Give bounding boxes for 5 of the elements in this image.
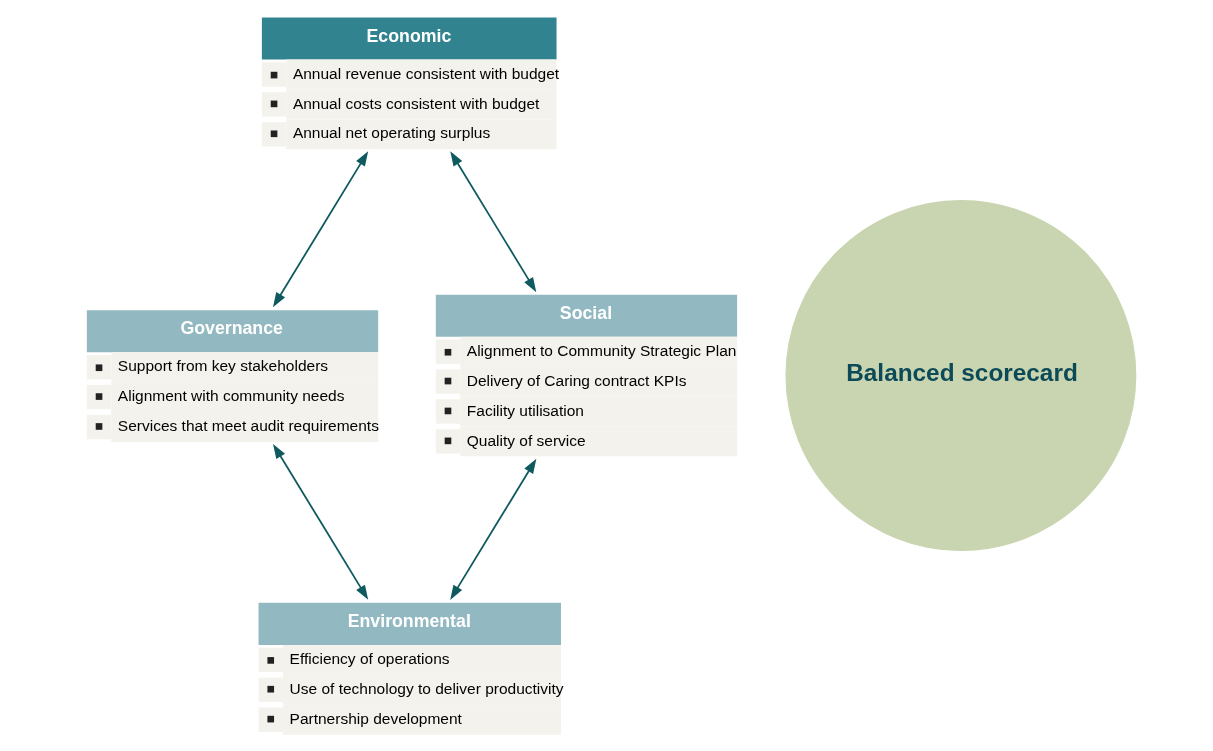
node-circle: Balanced scorecard: [785, 200, 1137, 551]
arrow: [273, 443, 369, 600]
arrow: [450, 151, 537, 293]
arrow: [450, 458, 537, 600]
arrow: [273, 151, 369, 308]
